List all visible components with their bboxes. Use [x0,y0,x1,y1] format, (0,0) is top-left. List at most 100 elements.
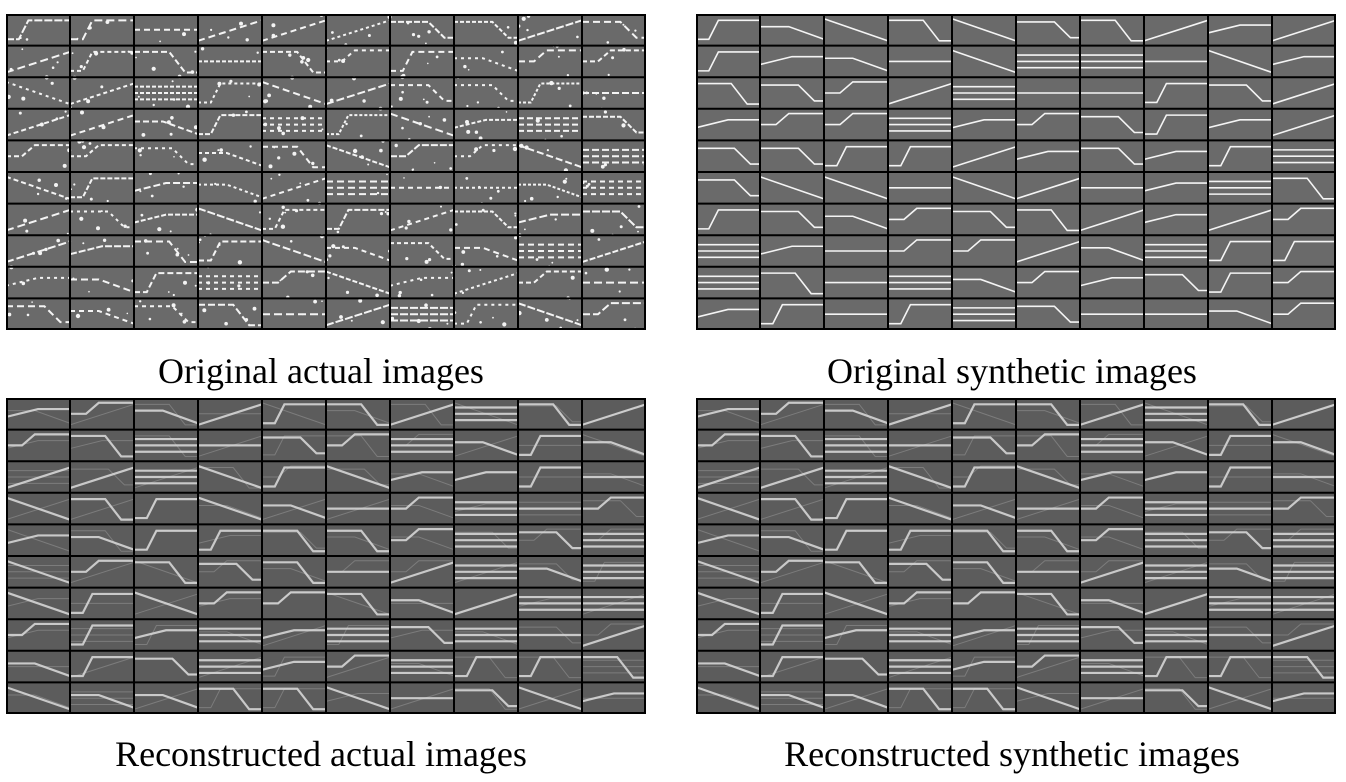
noise-dot [31,301,33,303]
noise-dot [417,34,421,38]
image-tile [390,177,454,190]
noise-dot [474,130,479,134]
image-tile [389,403,455,426]
tile-stroke [390,20,454,39]
tile-stroke [70,498,134,521]
noise-dot [529,196,534,201]
tile-stroke [760,656,824,678]
tile-ghost-stroke [262,656,326,677]
tile-stroke [389,403,455,426]
tile-ghost-stroke [453,561,519,584]
tile-stroke [134,529,198,551]
tile-stroke [581,403,646,426]
noise-dot [194,284,197,287]
image-tile [1016,403,1081,426]
noise-dot [9,67,13,71]
noise-dot [407,219,411,224]
noise-dot [25,229,29,233]
tile-stroke [888,145,952,167]
noise-dot [600,164,605,169]
tile-stroke [198,114,262,136]
tile-stroke [823,629,888,640]
image-tile [1080,247,1145,262]
image-grid-original-synthetic [696,14,1336,330]
noise-dot [102,238,107,242]
tile-stroke [518,243,582,259]
tile-stroke [454,84,518,102]
noise-dot [271,23,276,28]
tile-stroke [518,595,582,611]
image-tile [326,433,390,457]
image-tile [760,530,825,552]
noise-dot [263,122,268,127]
noise-dot [289,240,293,243]
tile-stroke [454,144,518,158]
noise-dot [424,259,429,264]
tile-stroke [951,49,1017,74]
tile-ghost-stroke [517,598,582,608]
tile-stroke [134,240,198,264]
tile-stroke [390,50,454,72]
image-tile [198,627,263,645]
tile-stroke [454,689,518,708]
tile-ghost-stroke [581,403,646,426]
tile-ghost-stroke [582,528,646,541]
noise-dot [358,298,363,303]
image-tile [6,686,71,711]
tile-stroke [1271,692,1336,703]
noise-dot [55,117,59,121]
noise-dot [467,69,470,71]
image-tile [197,19,263,42]
noise-dot [310,273,315,278]
tile-stroke [6,591,71,616]
tile-stroke [696,407,760,419]
noise-dot [339,315,343,319]
noise-dot [281,131,285,136]
image-tile [696,119,760,129]
tile-stroke [390,659,454,675]
image-tile [6,662,71,678]
tile-stroke [1080,54,1144,69]
tile-stroke [6,407,70,419]
noise-dot [56,238,60,243]
tile-stroke [1016,627,1080,643]
tile-ghost-stroke [581,433,646,457]
tile-ghost-stroke [389,688,455,710]
tile-ghost-stroke [453,402,519,426]
tile-ghost-stroke [453,435,519,457]
tile-ghost-stroke [1272,561,1336,582]
tile-stroke [453,592,519,616]
noise-dot [300,116,305,121]
image-tile [1208,240,1272,262]
image-tile [1208,145,1272,167]
image-tile [824,657,888,676]
image-tile [759,175,825,200]
tile-stroke [517,302,583,327]
tile-ghost-stroke [518,563,582,581]
noise-dot [375,293,379,298]
image-tile [1272,207,1336,221]
image-tile [262,145,326,169]
image-tile [823,625,888,645]
tile-ghost-stroke [824,625,888,645]
image-tile [887,82,953,105]
image-tile [517,298,583,330]
image-tile [887,529,952,551]
tile-stroke [888,687,952,711]
tile-ghost-stroke [760,468,824,486]
noise-dot [159,40,161,43]
image-tile [6,496,71,521]
noise-dot [173,156,175,158]
tile-ghost-stroke [952,591,1016,604]
tile-ghost-stroke [389,629,454,639]
tile-stroke [1080,115,1144,134]
tile-stroke [1080,659,1144,675]
image-tile [326,560,390,573]
tile-ghost-stroke [261,625,327,647]
tile-ghost-stroke [760,691,824,706]
image-tile [1144,531,1208,549]
image-tile [517,686,583,711]
noise-dot [607,73,610,76]
image-tile [581,623,646,648]
noise-dot [424,303,428,307]
